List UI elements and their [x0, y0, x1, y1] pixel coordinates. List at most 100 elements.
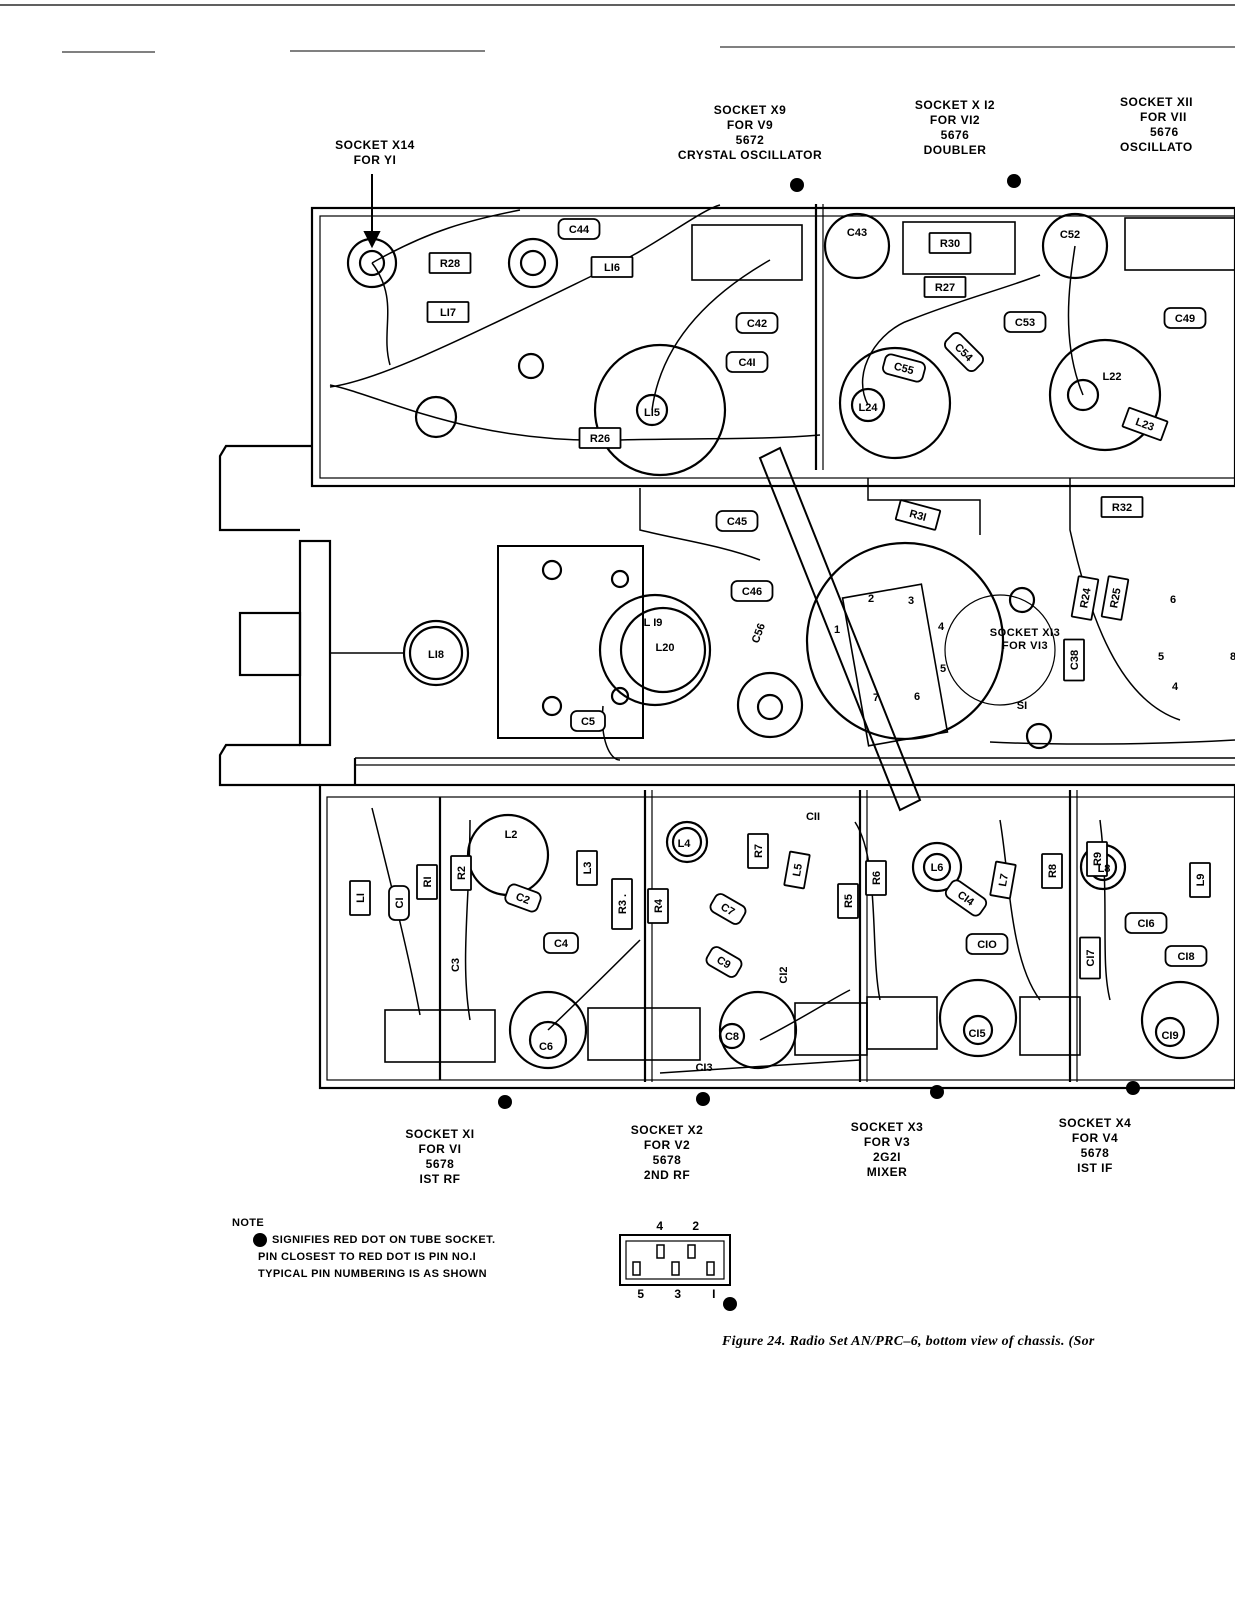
- top-compartment: [310, 206, 1235, 488]
- component-c52-text: C52: [1060, 229, 1080, 241]
- component-r3: R3 .: [611, 878, 633, 930]
- component-c10: CIO: [965, 933, 1009, 955]
- component-l16: LI6: [590, 256, 634, 278]
- component-c16: CI6: [1124, 912, 1168, 934]
- component-c52: C52: [1060, 229, 1080, 241]
- component-c19-text: CI9: [1161, 1030, 1178, 1042]
- component-c16-text: CI6: [1137, 918, 1154, 930]
- component-c18: CI8: [1164, 945, 1208, 967]
- component-r26-text: R26: [590, 433, 610, 445]
- component-c11-text: CII: [806, 811, 820, 823]
- component-r30: R30: [928, 232, 972, 254]
- component-c44-text: C44: [569, 224, 590, 236]
- component-c55-text: C55: [892, 361, 915, 378]
- component-c42-text: C42: [747, 318, 767, 330]
- component-l6-text: L6: [931, 862, 944, 874]
- component-l15: LI5: [644, 407, 660, 419]
- component-l3: L3: [576, 850, 598, 886]
- component-l7: L7: [989, 860, 1017, 900]
- component-l18-text: LI8: [428, 649, 444, 661]
- component-c46: C46: [730, 580, 774, 602]
- component-r4-text: R4: [653, 898, 665, 913]
- component-c43-text: C43: [847, 227, 867, 239]
- component-r27: R27: [923, 276, 967, 298]
- component-c53-text: C53: [1015, 317, 1035, 329]
- component-c6-text: C6: [539, 1041, 553, 1053]
- component-c8: C8: [725, 1031, 739, 1043]
- component-l19-text: L I9: [644, 617, 663, 629]
- component-l16-text: LI6: [604, 262, 620, 274]
- component-l17-text: LI7: [440, 307, 456, 319]
- component-l9-text: L9: [1195, 874, 1207, 887]
- component-c38-text: C38: [1069, 650, 1081, 670]
- pin-label-1: I: [712, 1287, 716, 1301]
- component-c49-text: C49: [1175, 313, 1195, 325]
- component-c19: CI9: [1161, 1030, 1178, 1042]
- component-c45: C45: [715, 510, 759, 532]
- component-r24: R24: [1070, 575, 1100, 621]
- socket-x13-pin-6: 6: [914, 691, 920, 703]
- socket-x13-pin-1: 1: [834, 624, 840, 636]
- component-r5: R5: [837, 883, 859, 919]
- component-r8: R8: [1041, 853, 1063, 889]
- component-c5-text: C5: [581, 716, 595, 728]
- component-r24-text: R24: [1078, 586, 1093, 609]
- component-l8-text: L8: [1098, 863, 1111, 875]
- component-l2-text: L2: [505, 829, 518, 841]
- note-line-2: PIN CLOSEST TO RED DOT IS PIN NO.I: [258, 1251, 477, 1263]
- component-c1-text: CI: [394, 898, 406, 909]
- component-l22: L22: [1103, 371, 1122, 383]
- pin-label-2: 2: [692, 1219, 700, 1233]
- component-r9: R9: [1086, 841, 1108, 877]
- component-l1-text: LI: [355, 893, 367, 903]
- component-s1-text: SI: [1017, 700, 1027, 712]
- component-l7-text: L7: [997, 873, 1011, 888]
- note-heading: NOTE: [232, 1217, 265, 1229]
- pin-label-5: 5: [637, 1287, 645, 1301]
- component-r30-text: R30: [940, 238, 960, 250]
- component-r25: R25: [1100, 575, 1130, 621]
- component-r1-text: RI: [422, 877, 434, 888]
- component-c38: C38: [1063, 638, 1085, 682]
- component-c4-text: C4: [554, 938, 569, 950]
- component-l1: LI: [349, 880, 371, 916]
- component-l8: L8: [1098, 863, 1111, 875]
- pin-label-3: 3: [674, 1287, 682, 1301]
- component-c3-text: C3: [450, 958, 462, 972]
- component-c1: CI: [388, 885, 410, 921]
- component-r32: R32: [1100, 496, 1144, 518]
- component-c49: C49: [1163, 307, 1207, 329]
- component-c41: C4I: [725, 351, 769, 373]
- component-l24: L24: [859, 402, 879, 414]
- component-r6: R6: [865, 860, 887, 896]
- component-c41-text: C4I: [738, 357, 755, 369]
- note-line-3: TYPICAL PIN NUMBERING IS AS SHOWN: [258, 1268, 487, 1280]
- component-c15-text: CI5: [968, 1028, 985, 1040]
- component-l4: L4: [678, 838, 692, 850]
- component-c13-text: CI3: [695, 1062, 712, 1074]
- component-c42: C42: [735, 312, 779, 334]
- component-c8-text: C8: [725, 1031, 739, 1043]
- component-r7: R7: [747, 833, 769, 869]
- component-l5-text: L5: [791, 863, 805, 878]
- component-c7: C7: [709, 893, 747, 925]
- component-r5-text: R5: [843, 894, 855, 908]
- bottom-compartment: [318, 783, 1235, 1090]
- right-socket-pin-5: 5: [1158, 651, 1164, 663]
- component-r32-text: R32: [1112, 502, 1132, 514]
- component-l20-text: L20: [656, 642, 675, 654]
- component-r28-text: R28: [440, 258, 460, 270]
- component-c54: C54: [944, 332, 984, 372]
- component-l17: LI7: [426, 301, 470, 323]
- component-r31-text: R3I: [908, 508, 928, 524]
- component-c3: C3: [450, 958, 462, 972]
- component-r7-text: R7: [753, 844, 765, 858]
- component-r27-text: R27: [935, 282, 955, 294]
